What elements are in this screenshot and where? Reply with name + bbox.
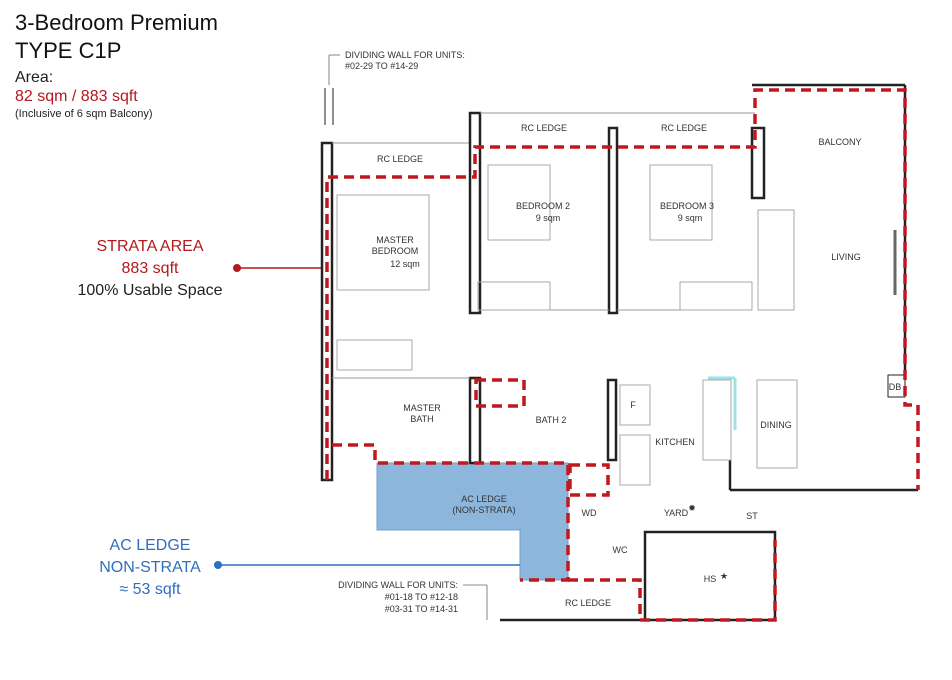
db-label: DB bbox=[889, 382, 902, 392]
bedroom2-label: BEDROOM 2 bbox=[516, 201, 570, 211]
walls bbox=[320, 83, 918, 622]
kitchen-label: KITCHEN bbox=[655, 437, 695, 447]
bottom-wall-units: #03-31 TO #14-31 bbox=[385, 604, 458, 614]
yard-label: YARD bbox=[664, 508, 689, 518]
ac-ledge-callout: AC LEDGE NON-STRATA ≈ 53 sqft bbox=[50, 535, 250, 601]
furniture bbox=[336, 164, 897, 486]
strata-title: STRATA AREA bbox=[96, 238, 204, 255]
wall-notes: DIVIDING WALL FOR UNITS: #02-29 TO #14-2… bbox=[328, 50, 488, 620]
living-label: LIVING bbox=[831, 252, 861, 262]
ac-ledge-room-label: (NON-STRATA) bbox=[452, 505, 515, 515]
top-wall-units: #02-29 TO #14-29 bbox=[345, 61, 418, 71]
strata-boundary bbox=[325, 88, 920, 622]
fridge-label: F bbox=[630, 400, 636, 410]
area-note: (Inclusive of 6 sqm Balcony) bbox=[15, 108, 153, 120]
rc-ledge-label: RC LEDGE bbox=[377, 154, 423, 164]
wd-label: WD bbox=[582, 508, 597, 518]
strata-usable: 100% Usable Space bbox=[77, 282, 223, 299]
master-bedroom-label: MASTER bbox=[376, 235, 414, 245]
rc-ledge-label: RC LEDGE bbox=[565, 598, 611, 608]
bottom-wall-note: DIVIDING WALL FOR UNITS: bbox=[338, 580, 458, 590]
area-label: Area: bbox=[15, 69, 54, 86]
dining-label: DINING bbox=[760, 420, 792, 430]
hs-star-icon: ★ bbox=[720, 571, 728, 581]
ac-ledge-subtitle: NON-STRATA bbox=[99, 559, 201, 576]
area-value: 82 sqm / 883 sqft bbox=[15, 88, 138, 105]
top-wall-note: DIVIDING WALL FOR UNITS: bbox=[345, 50, 465, 60]
st-label: ST bbox=[746, 511, 758, 521]
rc-ledge-label: RC LEDGE bbox=[661, 123, 707, 133]
rc-ledge-label: RC LEDGE bbox=[521, 123, 567, 133]
unit-type: TYPE C1P bbox=[15, 38, 122, 63]
bedroom2-size: 9 sqm bbox=[536, 213, 561, 223]
master-bath-label: BATH bbox=[410, 414, 433, 424]
yard-star-icon: ✹ bbox=[688, 503, 696, 513]
unit-title: 3-Bedroom Premium bbox=[15, 10, 218, 35]
strata-dot bbox=[233, 264, 241, 272]
bedroom3-label: BEDROOM 3 bbox=[660, 201, 714, 211]
bath2-label: BATH 2 bbox=[536, 415, 567, 425]
ac-ledge-room-label: AC LEDGE bbox=[461, 494, 507, 504]
ac-ledge-title: AC LEDGE bbox=[109, 537, 191, 554]
bedroom3-size: 9 sqm bbox=[678, 213, 703, 223]
room-labels: RC LEDGE RC LEDGE RC LEDGE RC LEDGE BALC… bbox=[372, 123, 902, 608]
strata-callout: STRATA AREA 883 sqft 100% Usable Space bbox=[50, 236, 250, 302]
ac-ledge-area: ≈ 53 sqft bbox=[119, 581, 181, 598]
wc-label: WC bbox=[613, 545, 628, 555]
hs-label: HS bbox=[704, 574, 717, 584]
ac-ledge-area-fill bbox=[376, 462, 569, 581]
bottom-wall-units: #01-18 TO #12-18 bbox=[385, 592, 458, 602]
master-bedroom-size: 12 sqm bbox=[390, 259, 420, 269]
master-bath-label: MASTER bbox=[403, 403, 441, 413]
strata-area: 883 sqft bbox=[121, 260, 179, 277]
master-bedroom-label: BEDROOM bbox=[372, 246, 419, 256]
ac-dot bbox=[214, 561, 222, 569]
balcony-label: BALCONY bbox=[818, 137, 861, 147]
